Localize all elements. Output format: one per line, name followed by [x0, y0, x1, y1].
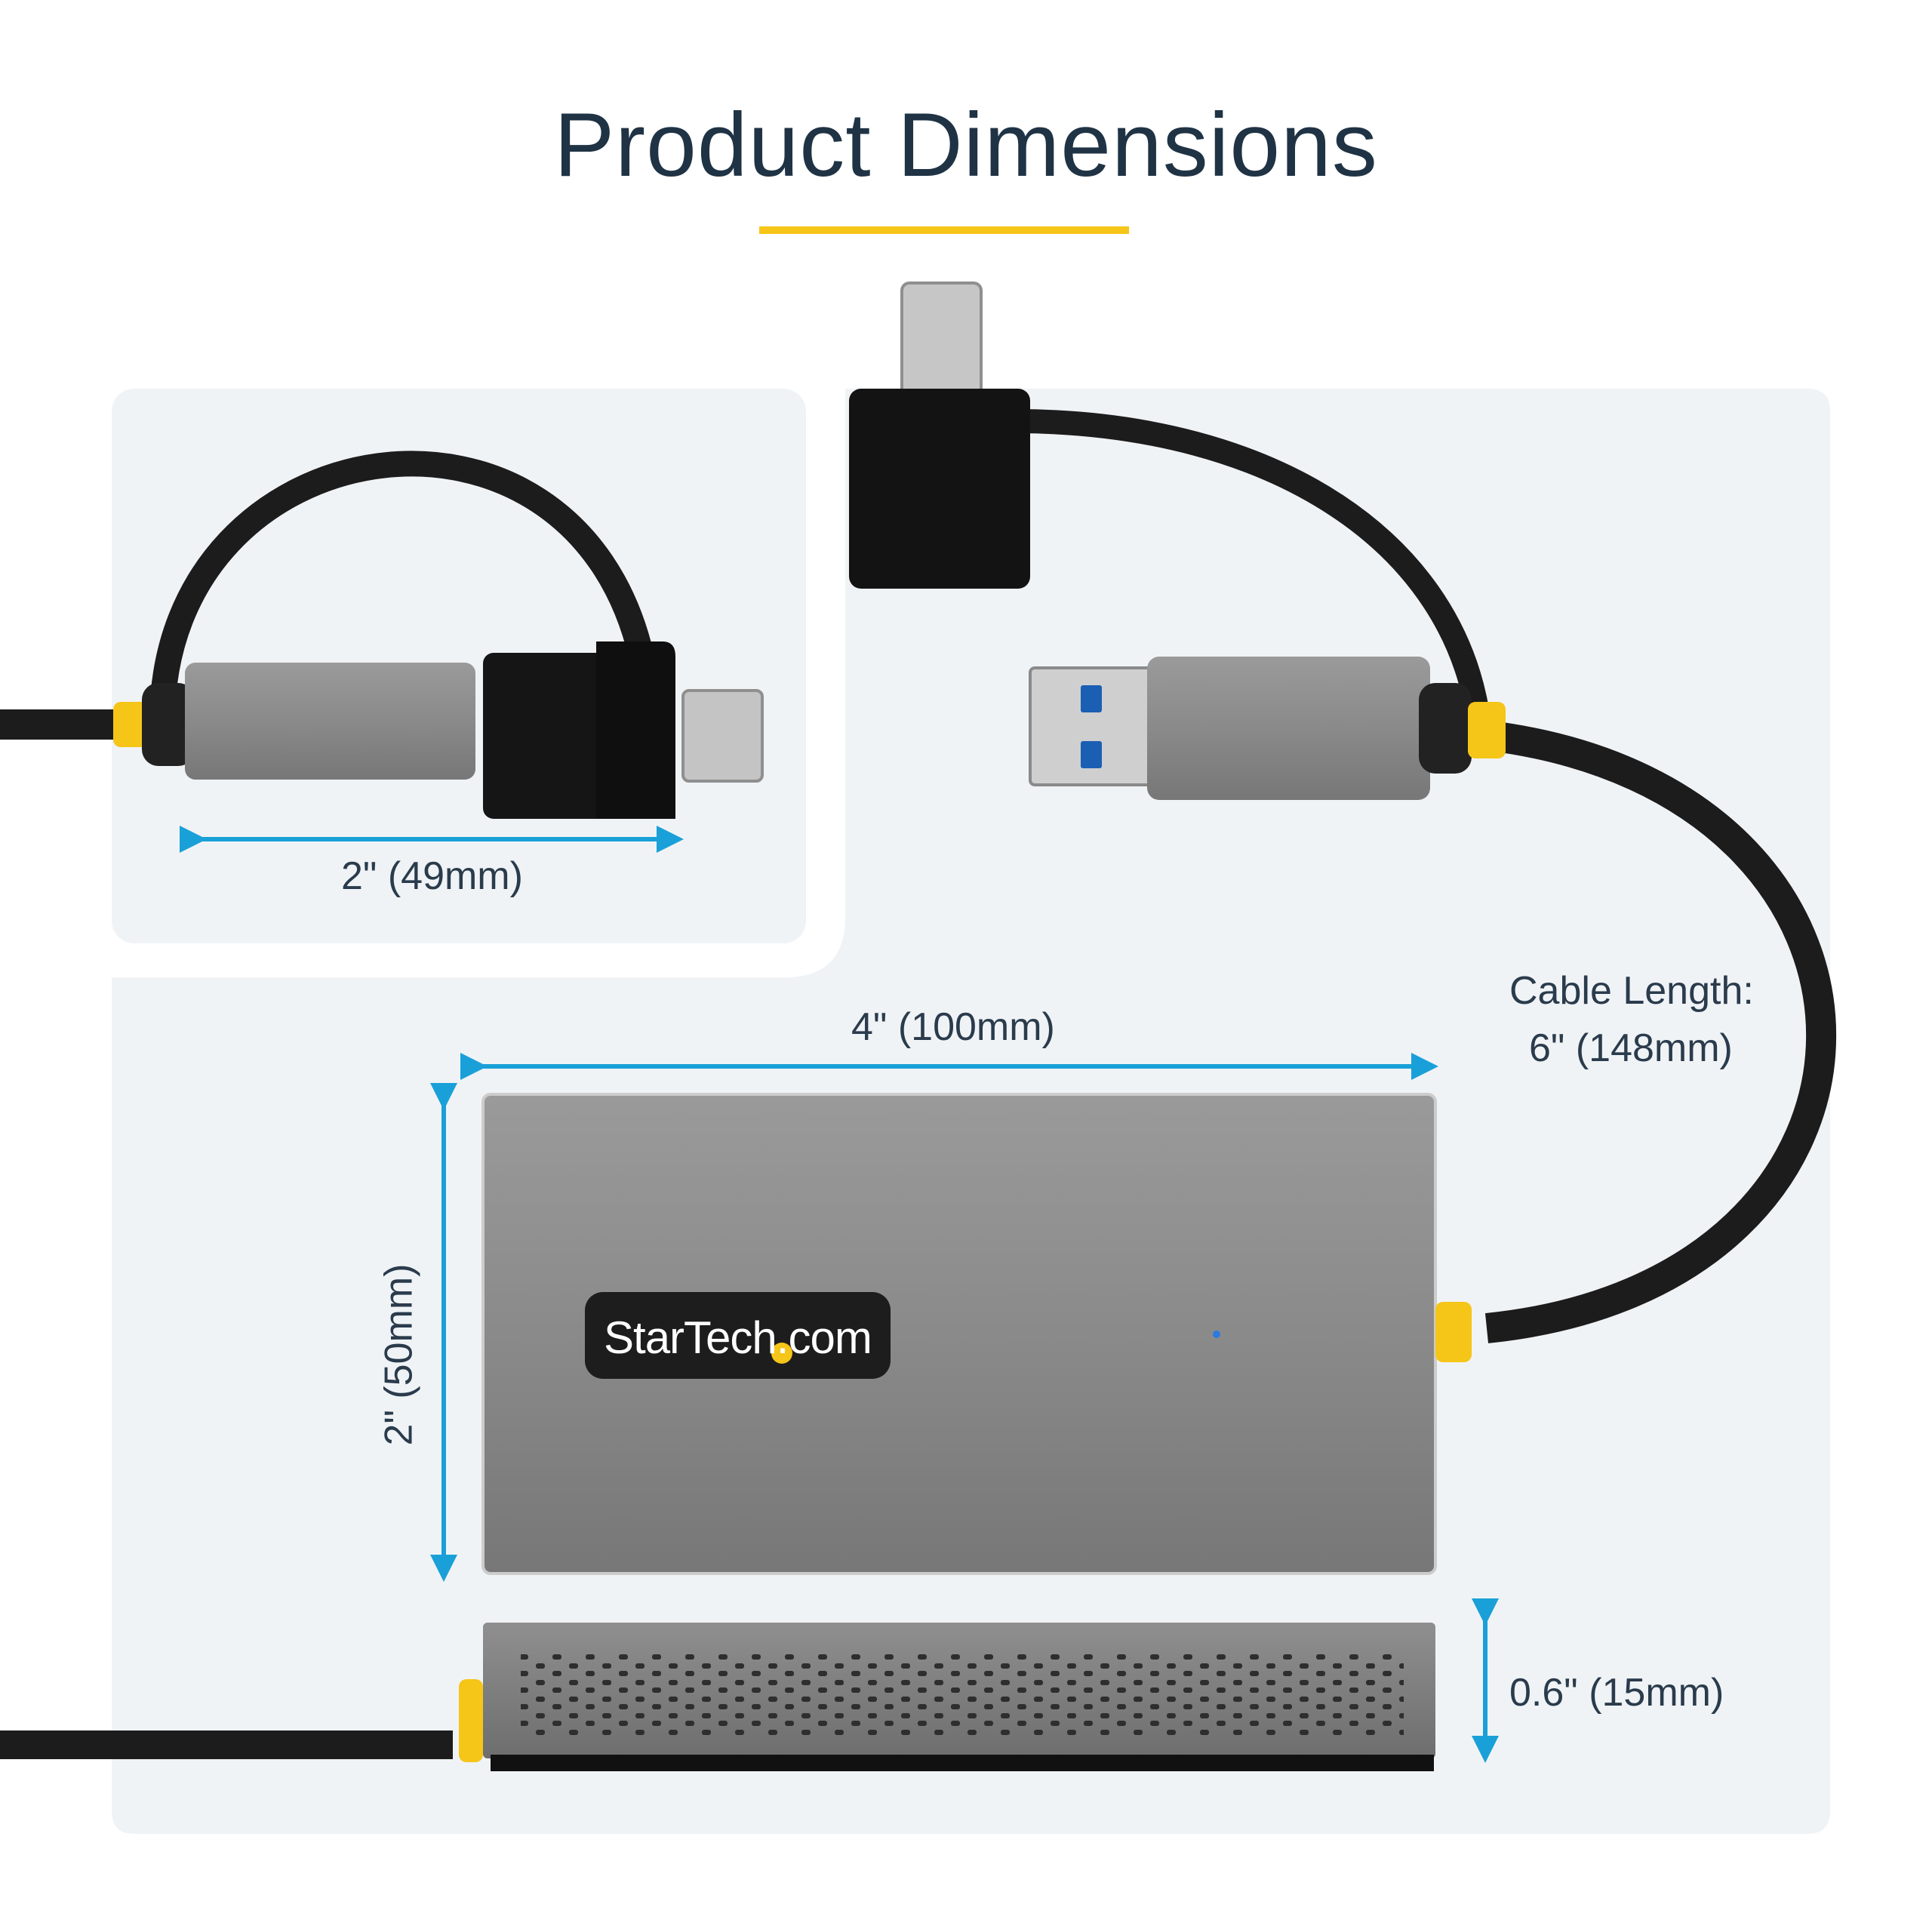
adapter-cable [1018, 409, 1491, 726]
main-cable-assembly [849, 281, 1836, 1343]
usbc-tip [900, 281, 983, 398]
usba-contact-1 [1081, 685, 1102, 712]
inset-strain-relief [113, 702, 149, 747]
inset-usba-housing [185, 663, 475, 780]
inset-usbc-connector [681, 689, 764, 783]
side-vents [521, 1653, 1404, 1736]
cable-strain-relief-top [1468, 702, 1506, 758]
usbc-adapter-body [849, 389, 1030, 589]
hub-width-label: 4" (100mm) [851, 1005, 1055, 1049]
inset-cable-loop [149, 451, 654, 730]
hub-depth-label: 2" (50mm) [377, 1263, 421, 1446]
startech-logo-badge [585, 1292, 891, 1379]
hub-height-label: 0.6" (15mm) [1509, 1671, 1724, 1715]
startech-logo-dot [771, 1343, 792, 1364]
inset-adapter [0, 451, 764, 819]
inset-usbc-housing [596, 641, 675, 819]
cable-length-value: 6" (148mm) [1529, 1026, 1733, 1070]
side-strain-relief [459, 1679, 483, 1762]
main-cable [1484, 721, 1836, 1343]
usba-contact-2 [1081, 741, 1102, 768]
title-underline [759, 226, 1129, 234]
startech-logo-text: StarTech.com [604, 1312, 872, 1363]
status-led [1213, 1331, 1220, 1338]
usba-plug-housing [1147, 657, 1430, 800]
hub-top-view [481, 1093, 1472, 1575]
adapter-length-label: 2" (49mm) [341, 854, 523, 898]
side-base [491, 1755, 1434, 1771]
cable-length-title: Cable Length: [1509, 969, 1754, 1013]
hub-side-view [0, 1623, 1435, 1771]
cable-strain-relief-hub [1435, 1302, 1472, 1362]
page-title: Product Dimensions [554, 94, 1378, 195]
